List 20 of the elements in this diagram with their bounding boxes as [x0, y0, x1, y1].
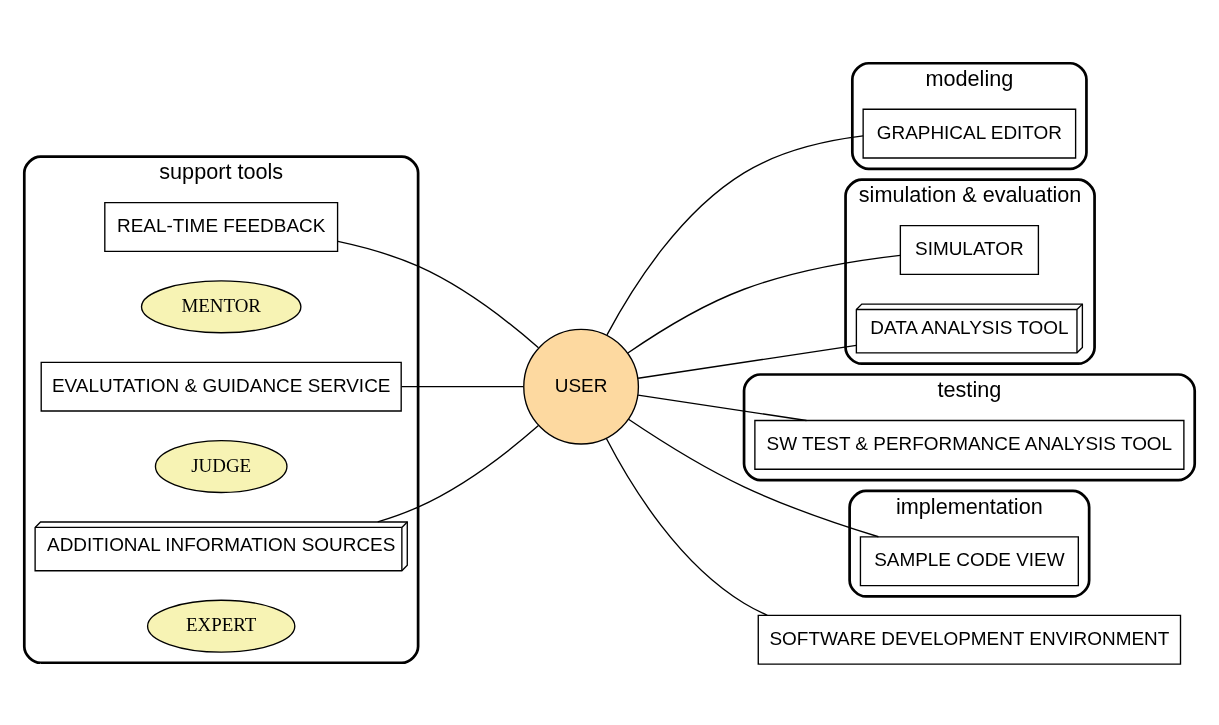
node-box: SAMPLE CODE VIEW [859, 535, 1079, 586]
node-box: GRAPHICAL EDITOR [862, 108, 1077, 159]
connector [627, 418, 880, 537]
node-box: SIMULATOR [899, 224, 1040, 275]
node-box: REAL-TIME FEEDBACK [104, 201, 339, 252]
node-box: SW TEST & PERFORMANCE ANALYSIS TOOL [754, 419, 1185, 470]
node-box: SOFTWARE DEVELOPMENT ENVIRONMENT [757, 614, 1182, 665]
connector [377, 424, 540, 523]
connector [606, 134, 864, 336]
connector [637, 393, 808, 421]
connector [337, 240, 540, 348]
connector [401, 385, 524, 387]
connector [605, 437, 768, 616]
connector [627, 254, 901, 354]
node-circle: USER [523, 328, 640, 445]
connector [637, 344, 857, 379]
node-ellipse: MENTOR [140, 279, 302, 333]
node-ellipse: EXPERT [146, 599, 296, 653]
node-ellipse: JUDGE [154, 439, 288, 493]
node-box: EVALUTATION & GUIDANCE SERVICE [40, 361, 402, 412]
